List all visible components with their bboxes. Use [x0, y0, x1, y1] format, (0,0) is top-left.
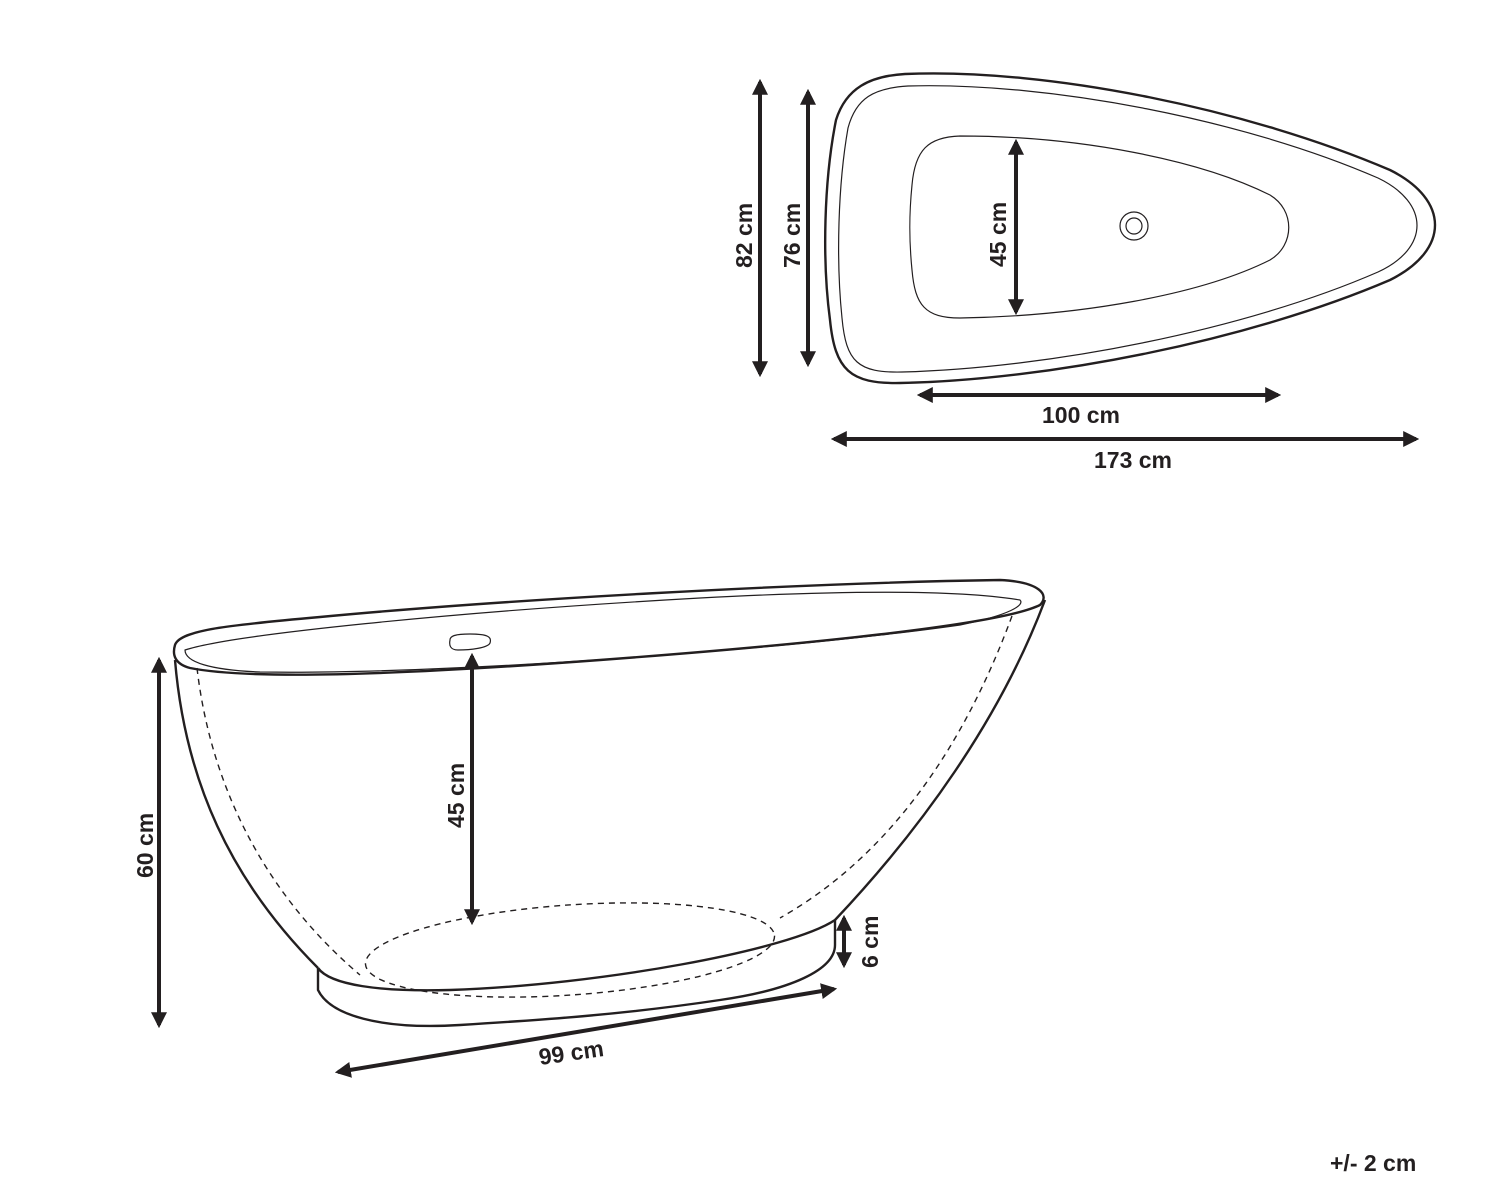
overflow-icon: [449, 633, 492, 651]
inner-wall-right-hidden: [779, 615, 1013, 919]
inner-length-label: 100 cm: [1042, 402, 1120, 428]
overall-length-label: 173 cm: [1094, 447, 1172, 473]
drain-icon: [1119, 211, 1149, 241]
tub-body-left: [173, 659, 319, 969]
base-height-label: 6 cm: [857, 916, 883, 968]
side-view: 60 cm 45 cm 6 cm 99 cm: [132, 578, 1047, 1078]
rim-width-label: 76 cm: [779, 203, 805, 268]
tub-outer-outline: [824, 72, 1437, 385]
basin-width-label: 45 cm: [985, 202, 1011, 267]
depth-label: 45 cm: [443, 763, 469, 828]
base-length-label: 99 cm: [537, 1035, 605, 1070]
tub-body-right: [834, 599, 1047, 921]
base-length-arrow: [334, 983, 838, 1078]
height-label: 60 cm: [132, 813, 158, 878]
drain-inner-ring: [1125, 217, 1143, 235]
top-view: 82 cm 76 cm 45 cm 100 cm 173 cm: [731, 72, 1437, 473]
basin-floor-hidden: [364, 902, 776, 998]
tolerance-note: +/- 2 cm: [1330, 1150, 1417, 1176]
overall-width-label: 82 cm: [731, 203, 757, 268]
tub-basin-outline: [909, 135, 1290, 319]
inner-wall-left-hidden: [196, 667, 361, 976]
tub-rim-outline: [838, 85, 1418, 373]
tub-base: [316, 917, 837, 1028]
tub-inner-rim: [184, 591, 1022, 673]
tub-top-rim: [172, 578, 1045, 676]
